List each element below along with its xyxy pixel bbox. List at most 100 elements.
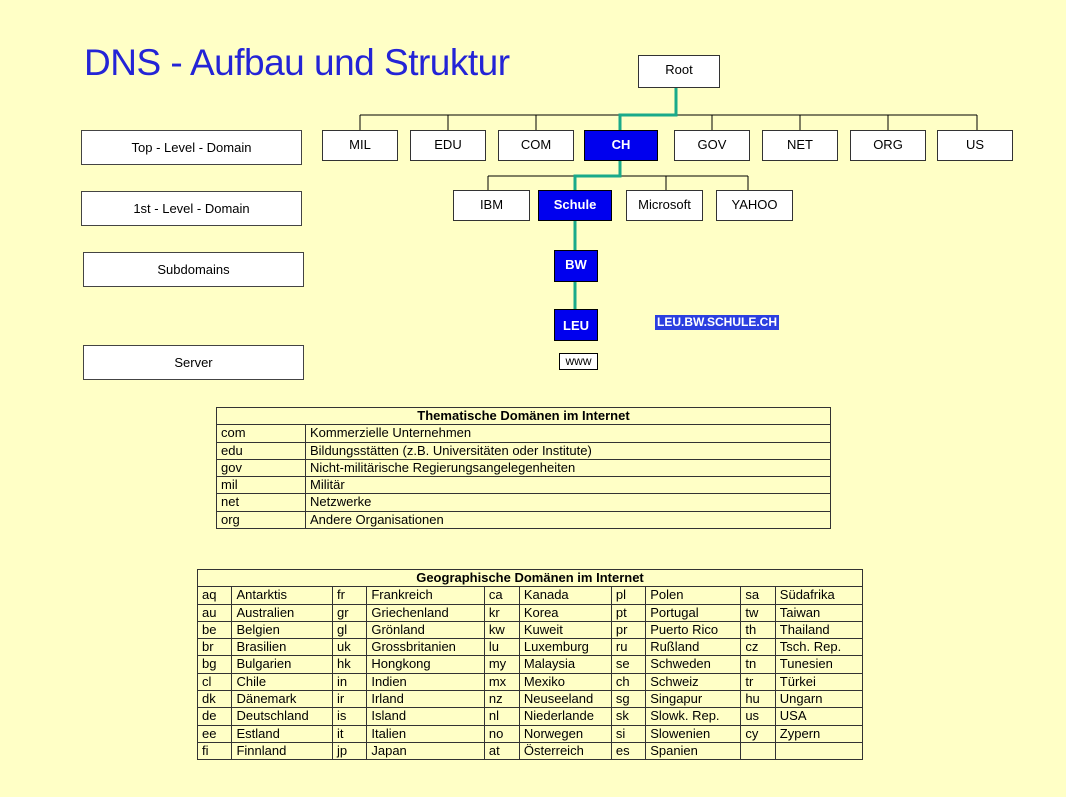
country-name-cell: Irland [366,690,485,709]
country-code-cell: jp [332,741,368,761]
country-code-cell: at [483,741,520,761]
country-name-cell: Ungarn [774,690,864,709]
country-name-cell: Antarktis [231,586,334,605]
country-name-cell: Schweden [645,655,742,674]
domain-description-cell: Nicht-militärische Regierungsangelegenhe… [305,458,831,478]
geographic-table-header: Geographische Domänen im Internet [197,568,863,588]
country-code-cell: lu [483,638,520,657]
country-code-cell: bg [196,655,233,674]
country-code-cell: se [610,655,647,674]
fqdn-label: LEU.BW.SCHULE.CH [655,315,779,330]
country-name-cell: Indien [366,672,485,692]
country-code-cell: ca [483,586,520,605]
country-name-cell: Estland [231,724,334,743]
country-code-cell: cl [196,672,233,692]
tld-node-ch: CH [584,130,658,161]
first-level-node-microsoft: Microsoft [626,190,703,221]
country-code-cell: ir [332,690,368,709]
country-code-cell: mx [483,672,520,692]
tld-node-net: NET [762,130,838,161]
country-code-cell: dk [196,690,233,709]
country-code-cell: sk [610,707,647,726]
country-name-cell: Portugal [645,603,742,622]
country-code-cell: fr [332,586,368,605]
country-name-cell: Polen [645,586,742,605]
country-code-cell: cy [740,724,776,743]
country-code-cell: ru [610,638,647,657]
country-code-cell: cz [740,638,776,657]
country-name-cell: Zypern [774,724,864,743]
server-node-www: www [559,353,598,370]
country-name-cell: Thailand [774,620,864,640]
country-name-cell: Deutschland [231,707,334,726]
level-label-subdomains: Subdomains [83,252,304,287]
tld-node-mil: MIL [322,130,398,161]
country-code-cell: pt [610,603,647,622]
country-code-cell: si [610,724,647,743]
country-code-cell: be [196,620,233,640]
country-code-cell: tn [740,655,776,674]
country-name-cell: Luxemburg [518,638,612,657]
country-code-cell: tr [740,672,776,692]
country-code-cell: th [740,620,776,640]
country-name-cell: Frankreich [366,586,485,605]
level-label-server: Server [83,345,304,380]
country-name-cell: Tunesien [774,655,864,674]
country-code-cell: it [332,724,368,743]
country-name-cell: Dänemark [231,690,334,709]
tld-node-edu: EDU [410,130,486,161]
tld-node-com: COM [498,130,574,161]
country-name-cell: Korea [518,603,612,622]
country-name-cell: Südafrika [774,586,864,605]
country-code-cell: gl [332,620,368,640]
country-name-cell: Griechenland [366,603,485,622]
country-code-cell: au [196,603,233,622]
domain-code-cell: edu [216,441,306,460]
country-name-cell: Grönland [366,620,485,640]
page-title: DNS - Aufbau und Struktur [84,42,510,83]
domain-code-cell: net [216,493,306,512]
country-code-cell [740,741,776,761]
country-code-cell: hu [740,690,776,709]
country-name-cell: Rußland [645,638,742,657]
tld-node-org: ORG [850,130,926,161]
domain-code-cell: mil [216,476,306,495]
country-name-cell: Österreich [518,741,612,761]
country-name-cell: Mexiko [518,672,612,692]
subdomain-node-leu: LEU [554,309,598,341]
country-code-cell: is [332,707,368,726]
country-name-cell: Belgien [231,620,334,640]
country-name-cell [774,741,864,761]
country-name-cell: Slowenien [645,724,742,743]
country-name-cell: Slowk. Rep. [645,707,742,726]
country-code-cell: ch [610,672,647,692]
country-name-cell: Finnland [231,741,334,761]
country-code-cell: ee [196,724,233,743]
tld-node-gov: GOV [674,130,750,161]
country-name-cell: Puerto Rico [645,620,742,640]
country-code-cell: tw [740,603,776,622]
country-code-cell: kr [483,603,520,622]
country-code-cell: es [610,741,647,761]
country-code-cell: my [483,655,520,674]
domain-code-cell: com [216,424,306,443]
domain-description-cell: Kommerzielle Unternehmen [305,424,831,443]
country-code-cell: br [196,638,233,657]
country-name-cell: Bulgarien [231,655,334,674]
first-level-node-schule: Schule [538,190,612,221]
country-name-cell: Chile [231,672,334,692]
